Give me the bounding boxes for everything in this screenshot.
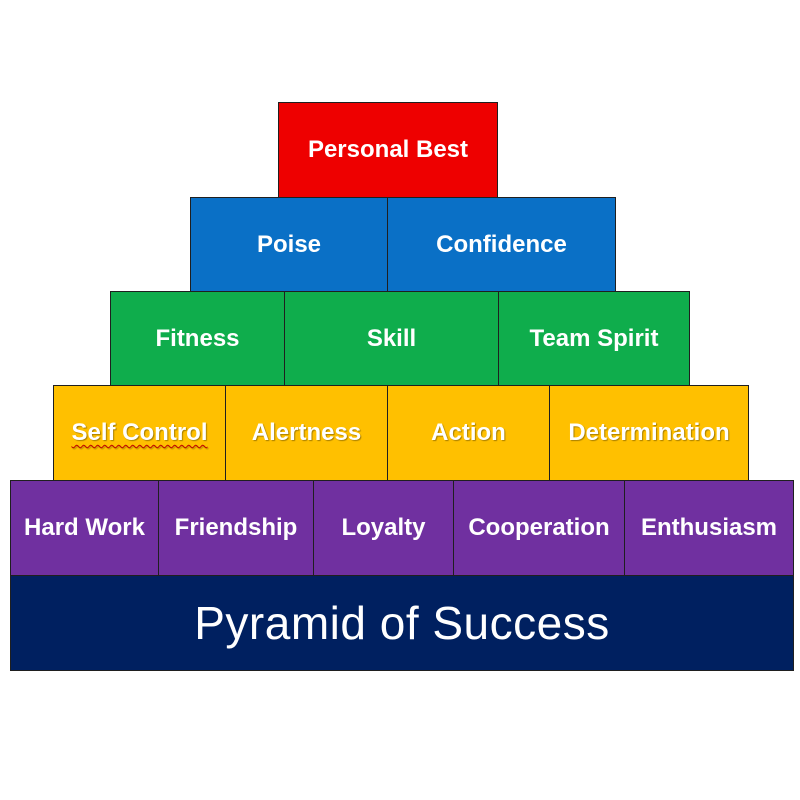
block-enthusiasm: Enthusiasm xyxy=(624,480,794,576)
block-loyalty: Loyalty xyxy=(313,480,454,576)
pyramid-title: Pyramid of Success xyxy=(10,575,794,671)
block-confidence: Confidence xyxy=(387,197,616,292)
block-fitness: Fitness xyxy=(110,291,285,386)
block-alertness: Alertness xyxy=(225,385,388,481)
block-determination: Determination xyxy=(549,385,749,481)
block-personal-best: Personal Best xyxy=(278,102,498,198)
block-hard-work: Hard Work xyxy=(10,480,159,576)
block-self-control-label: Self Control xyxy=(71,419,208,446)
block-team-spirit: Team Spirit xyxy=(498,291,690,386)
block-poise: Poise xyxy=(190,197,388,292)
block-self-control: Self Control xyxy=(53,385,226,481)
block-cooperation: Cooperation xyxy=(453,480,625,576)
block-skill: Skill xyxy=(284,291,499,386)
block-friendship: Friendship xyxy=(158,480,314,576)
block-action: Action xyxy=(387,385,550,481)
